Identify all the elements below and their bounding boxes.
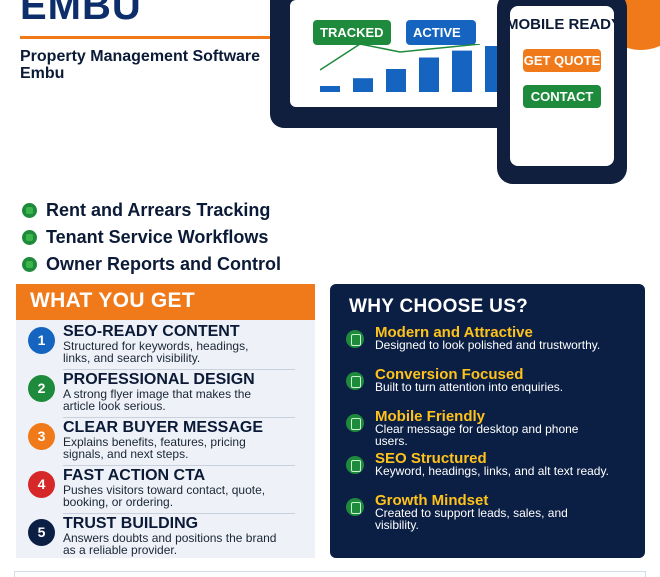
number-badge: 3 xyxy=(28,423,55,450)
reason-title: Modern and Attractive xyxy=(375,324,533,341)
phone-icon xyxy=(346,498,364,516)
divider xyxy=(63,465,295,466)
phone-icon xyxy=(346,330,364,348)
bar-chart-graphic xyxy=(320,44,505,92)
benefit-desc: Explains benefits, features, pricing sig… xyxy=(63,435,246,461)
divider xyxy=(63,369,295,370)
chart-bar xyxy=(452,50,472,92)
benefit-desc: Pushes visitors toward contact, quote, b… xyxy=(63,483,266,509)
divider xyxy=(63,417,295,418)
reason-desc: Designed to look polished and trustworth… xyxy=(375,338,601,352)
feature-label: Tenant Service Workflows xyxy=(46,227,269,247)
reason-title: Conversion Focused xyxy=(375,366,524,383)
active-tag: ACTIVE xyxy=(406,20,476,45)
number-badge: 2 xyxy=(28,375,55,402)
what-you-get-heading: WHAT YOU GET xyxy=(16,284,315,320)
benefit-desc: Structured for keywords, headings, links… xyxy=(63,339,249,365)
bullet-icon xyxy=(22,203,37,218)
feature-label: Owner Reports and Control xyxy=(46,254,282,274)
reason-title: Mobile Friendly xyxy=(375,408,486,425)
phone-screen: MOBILE READY GET QUOTE CONTACT xyxy=(510,6,614,166)
benefit-desc: A strong flyer image that makes the arti… xyxy=(63,387,252,413)
feature-item: Tenant Service Workflows xyxy=(22,224,281,251)
page-subtitle: Property Management Software Embu xyxy=(20,48,261,82)
number-badge: 4 xyxy=(28,471,55,498)
title-underline xyxy=(20,36,270,39)
phone-icon xyxy=(346,456,364,474)
bullet-icon xyxy=(22,257,37,272)
feature-item: Owner Reports and Control xyxy=(22,251,281,278)
contact-button[interactable]: CONTACT xyxy=(523,85,601,108)
trend-line xyxy=(320,44,481,71)
benefit-title: PROFESSIONAL DESIGN xyxy=(63,371,255,388)
number-badge: 1 xyxy=(28,327,55,354)
phone-icon xyxy=(346,372,364,390)
reason-title: SEO Structured xyxy=(375,450,487,467)
benefit-desc: Answers doubts and positions the brand a… xyxy=(63,531,277,557)
chart-bar xyxy=(386,69,406,92)
mobile-ready-heading: MOBILE READY xyxy=(510,16,614,33)
benefit-title: CLEAR BUYER MESSAGE xyxy=(63,419,264,436)
feature-list: Rent and Arrears Tracking Tenant Service… xyxy=(22,197,281,278)
reason-desc: Created to support leads, sales, and vis… xyxy=(375,506,568,532)
chart-bar xyxy=(320,86,340,92)
get-quote-button[interactable]: GET QUOTE xyxy=(523,49,601,72)
divider xyxy=(63,513,295,514)
next-section-edge xyxy=(14,571,646,577)
benefit-title: FAST ACTION CTA xyxy=(63,467,206,484)
why-choose-us-card: WHY CHOOSE US? Modern and Attractive Des… xyxy=(330,284,645,558)
reason-desc: Clear message for desktop and phone user… xyxy=(375,422,579,448)
phone-icon xyxy=(346,414,364,432)
feature-label: Rent and Arrears Tracking xyxy=(46,200,271,220)
chart-bar xyxy=(353,78,373,92)
chart-bar xyxy=(419,57,439,92)
phone-illustration: MOBILE READY GET QUOTE CONTACT xyxy=(497,0,627,184)
what-you-get-card: WHAT YOU GET 1 SEO-READY CONTENT Structu… xyxy=(16,284,315,558)
tracked-tag: TRACKED xyxy=(313,20,391,45)
why-choose-us-heading: WHY CHOOSE US? xyxy=(349,296,529,317)
reason-title: Growth Mindset xyxy=(375,492,489,509)
benefit-title: TRUST BUILDING xyxy=(63,515,199,532)
reason-desc: Keyword, headings, links, and alt text r… xyxy=(375,464,609,478)
benefit-title: SEO-READY CONTENT xyxy=(63,323,240,340)
reason-desc: Built to turn attention into enquiries. xyxy=(375,380,564,394)
number-badge: 5 xyxy=(28,519,55,546)
bullet-icon xyxy=(22,230,37,245)
page-title: EMBU xyxy=(20,0,142,28)
feature-item: Rent and Arrears Tracking xyxy=(22,197,281,224)
